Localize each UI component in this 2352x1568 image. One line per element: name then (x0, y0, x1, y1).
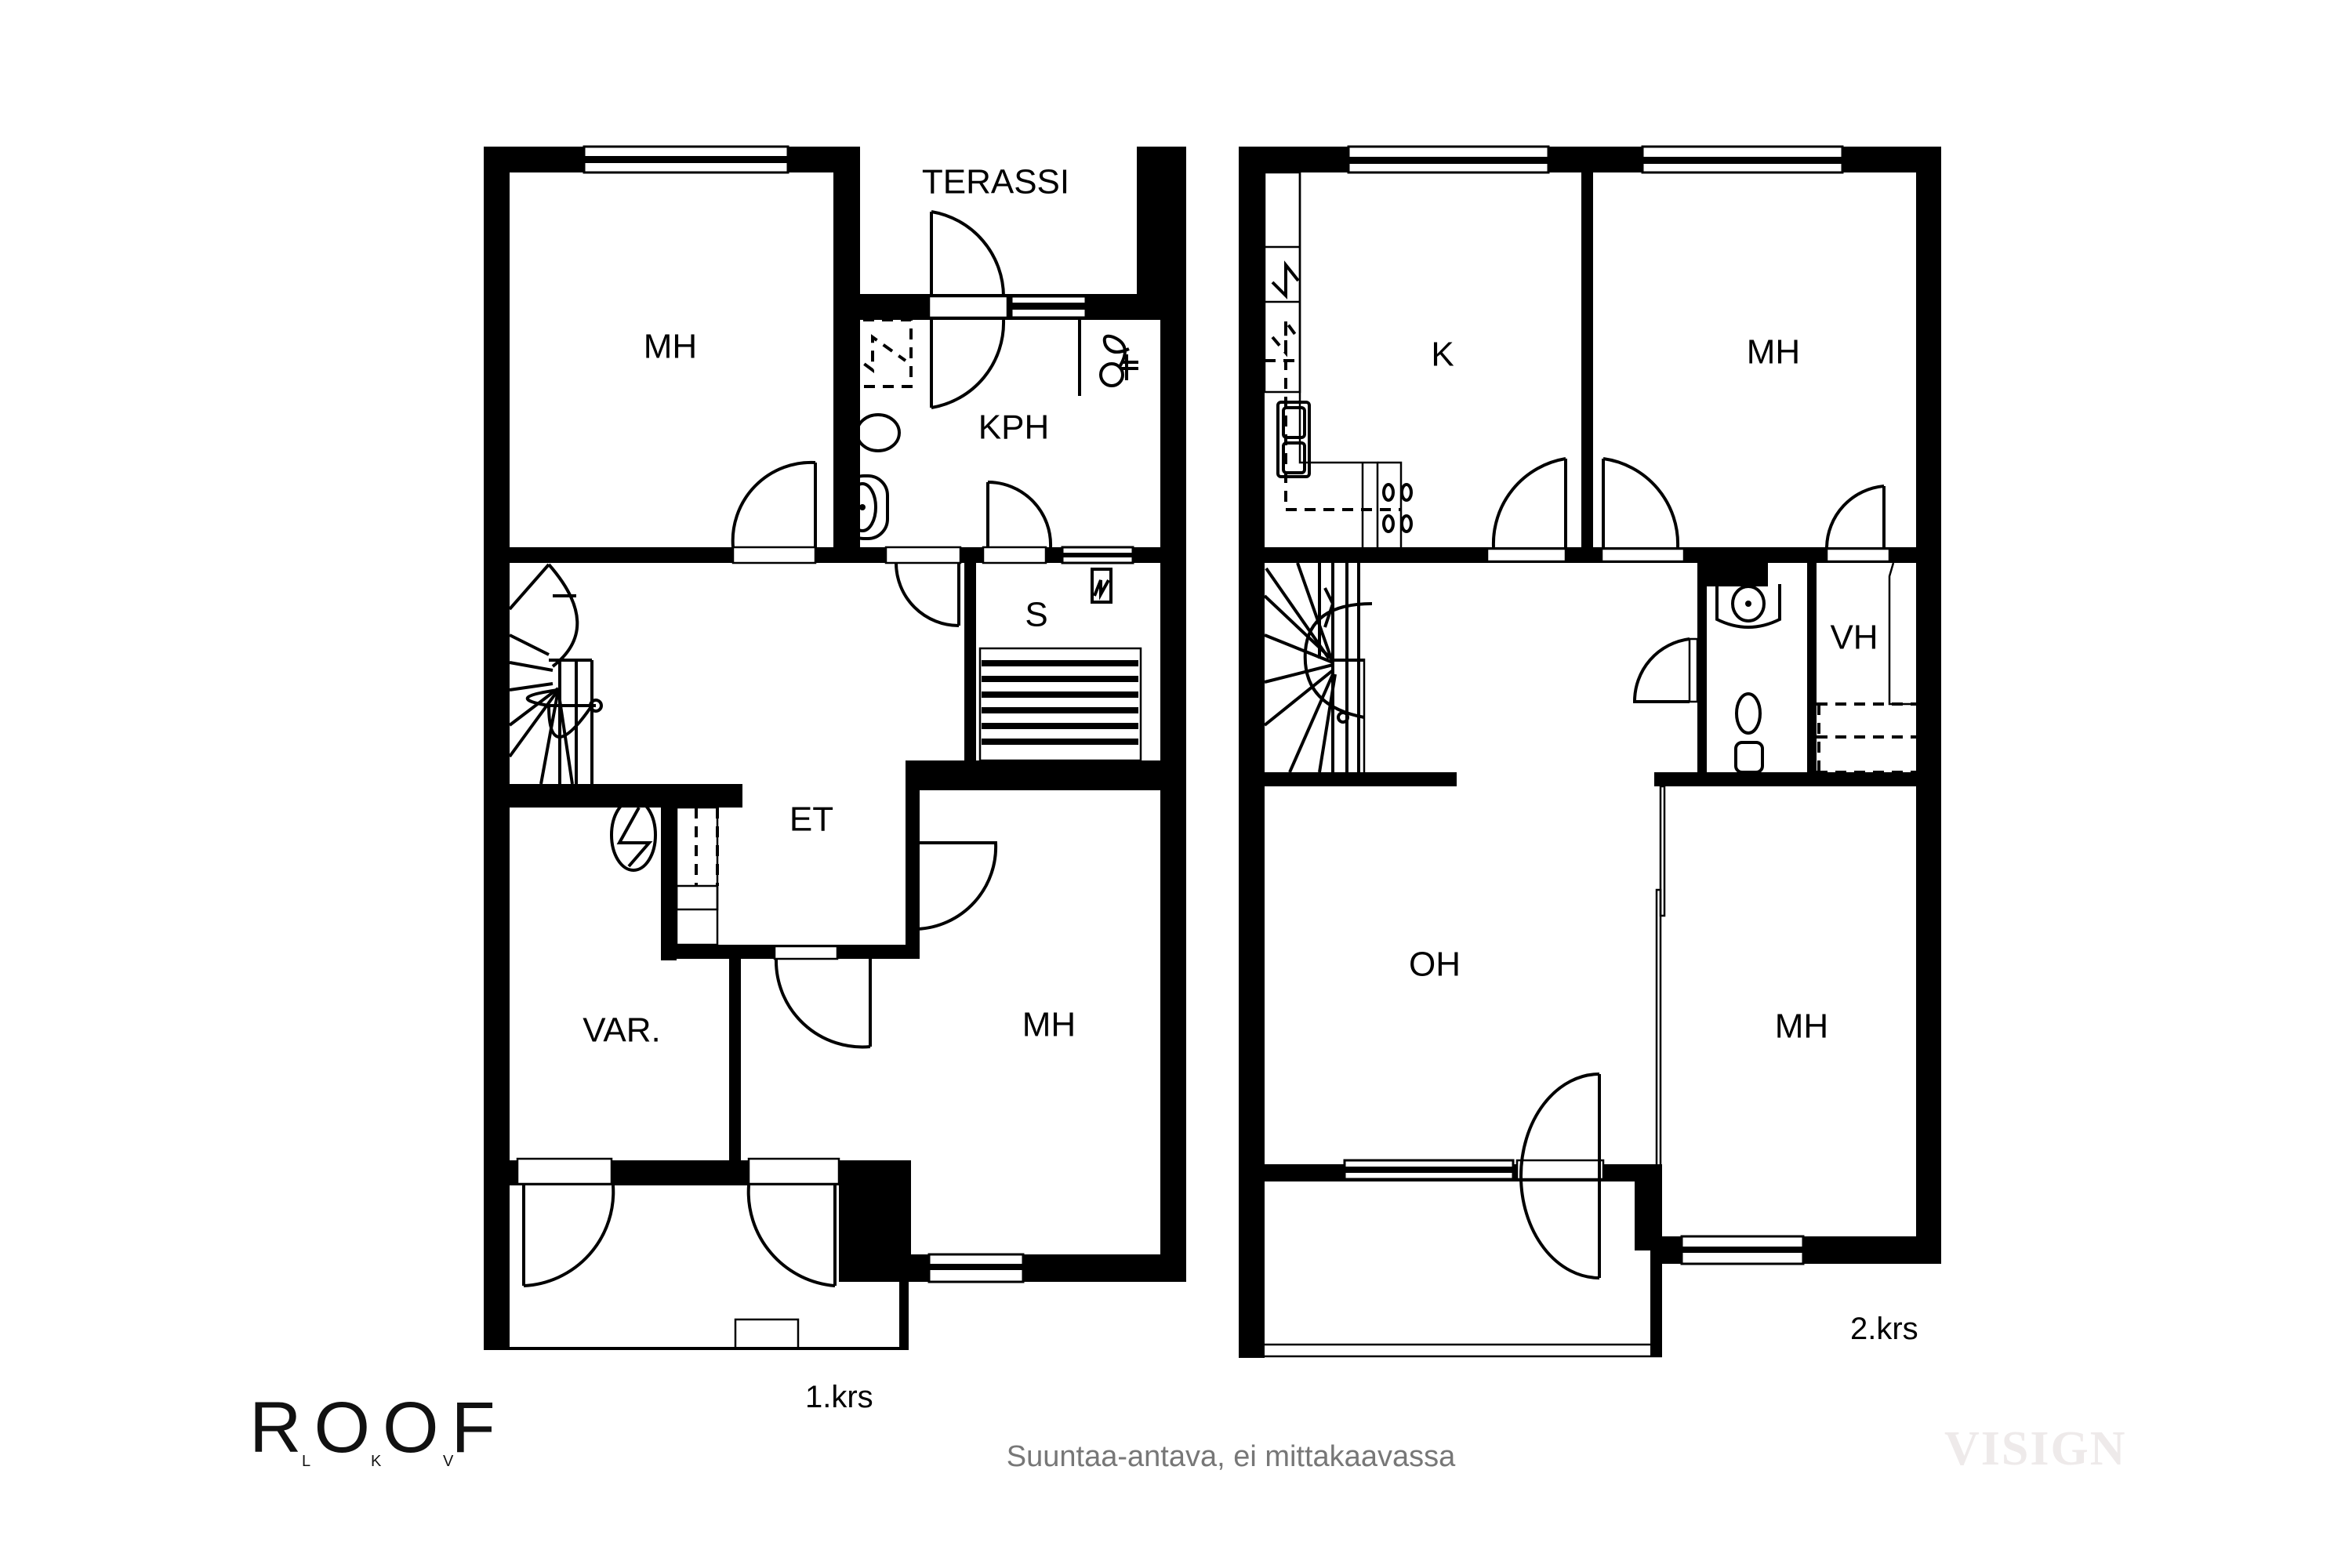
window-icon (1010, 295, 1087, 319)
window-icon (583, 145, 789, 174)
room-label-mh: MH (1747, 333, 1800, 372)
floor-1-plan (484, 145, 1186, 1350)
door-icon (895, 562, 960, 627)
door-icon (930, 210, 1006, 409)
staircase-icon (508, 563, 603, 785)
kitchen-sink-icon (1276, 401, 1311, 478)
shower-head-icon (1099, 334, 1138, 387)
roof-logo: ROOF (249, 1388, 508, 1468)
floor-label-1: 1.krs (805, 1380, 873, 1414)
room-label-kph: KPH (978, 408, 1049, 447)
logo-sub-v: V (443, 1453, 454, 1470)
window-icon (1680, 1235, 1805, 1265)
window-icon (1347, 145, 1550, 174)
closet-icon (1817, 562, 1916, 774)
door-icon (906, 841, 998, 931)
window-icon (1641, 145, 1844, 174)
window-icon (927, 1253, 1025, 1283)
door-icon (1632, 637, 1699, 703)
room-label-et: ET (789, 800, 833, 839)
sink-icon (1715, 584, 1781, 629)
door-icon (731, 460, 817, 548)
staircase-icon (1263, 562, 1373, 773)
room-label-var: VAR. (583, 1011, 660, 1050)
door-icon (986, 481, 1053, 548)
door-icon (1825, 485, 1886, 548)
toilet-icon (1734, 692, 1764, 774)
shower-area-icon (843, 318, 913, 388)
electric-panel-icon (610, 798, 657, 872)
door-icon (773, 945, 872, 1049)
room-label-vh: VH (1830, 619, 1878, 657)
sink-icon (843, 474, 889, 540)
sauna-stove-icon (1091, 568, 1112, 604)
door-icon (1491, 457, 1567, 548)
door-icon (522, 1185, 615, 1287)
window-icon (1343, 1159, 1515, 1181)
kitchen-counter (1263, 171, 1403, 547)
door-icon (1519, 1073, 1601, 1279)
room-label-mh: MH (1775, 1007, 1828, 1046)
stove-icon (1382, 483, 1413, 533)
logo-sub-k: K (371, 1453, 382, 1470)
scale-disclaimer: Suuntaa-antava, ei mittakaavassa (1007, 1440, 1456, 1473)
sauna-bench-icon (978, 647, 1142, 762)
room-label-oh: OH (1409, 946, 1461, 984)
door-icon (746, 1185, 837, 1287)
room-label-mh: MH (644, 328, 697, 366)
visign-watermark: VISIGN (1944, 1422, 2127, 1475)
room-label-sauna: S (1025, 596, 1047, 634)
logo-sub-l: L (302, 1453, 310, 1470)
room-label-terassi: TERASSI (922, 163, 1069, 201)
floor-label-2: 2.krs (1850, 1312, 1918, 1346)
window-icon (1061, 546, 1134, 564)
door-icon (1602, 457, 1680, 548)
room-label-mh: MH (1022, 1006, 1076, 1044)
room-label-k: K (1431, 336, 1454, 374)
toilet-icon (843, 412, 901, 453)
floor-2-plan (1239, 145, 1941, 1358)
